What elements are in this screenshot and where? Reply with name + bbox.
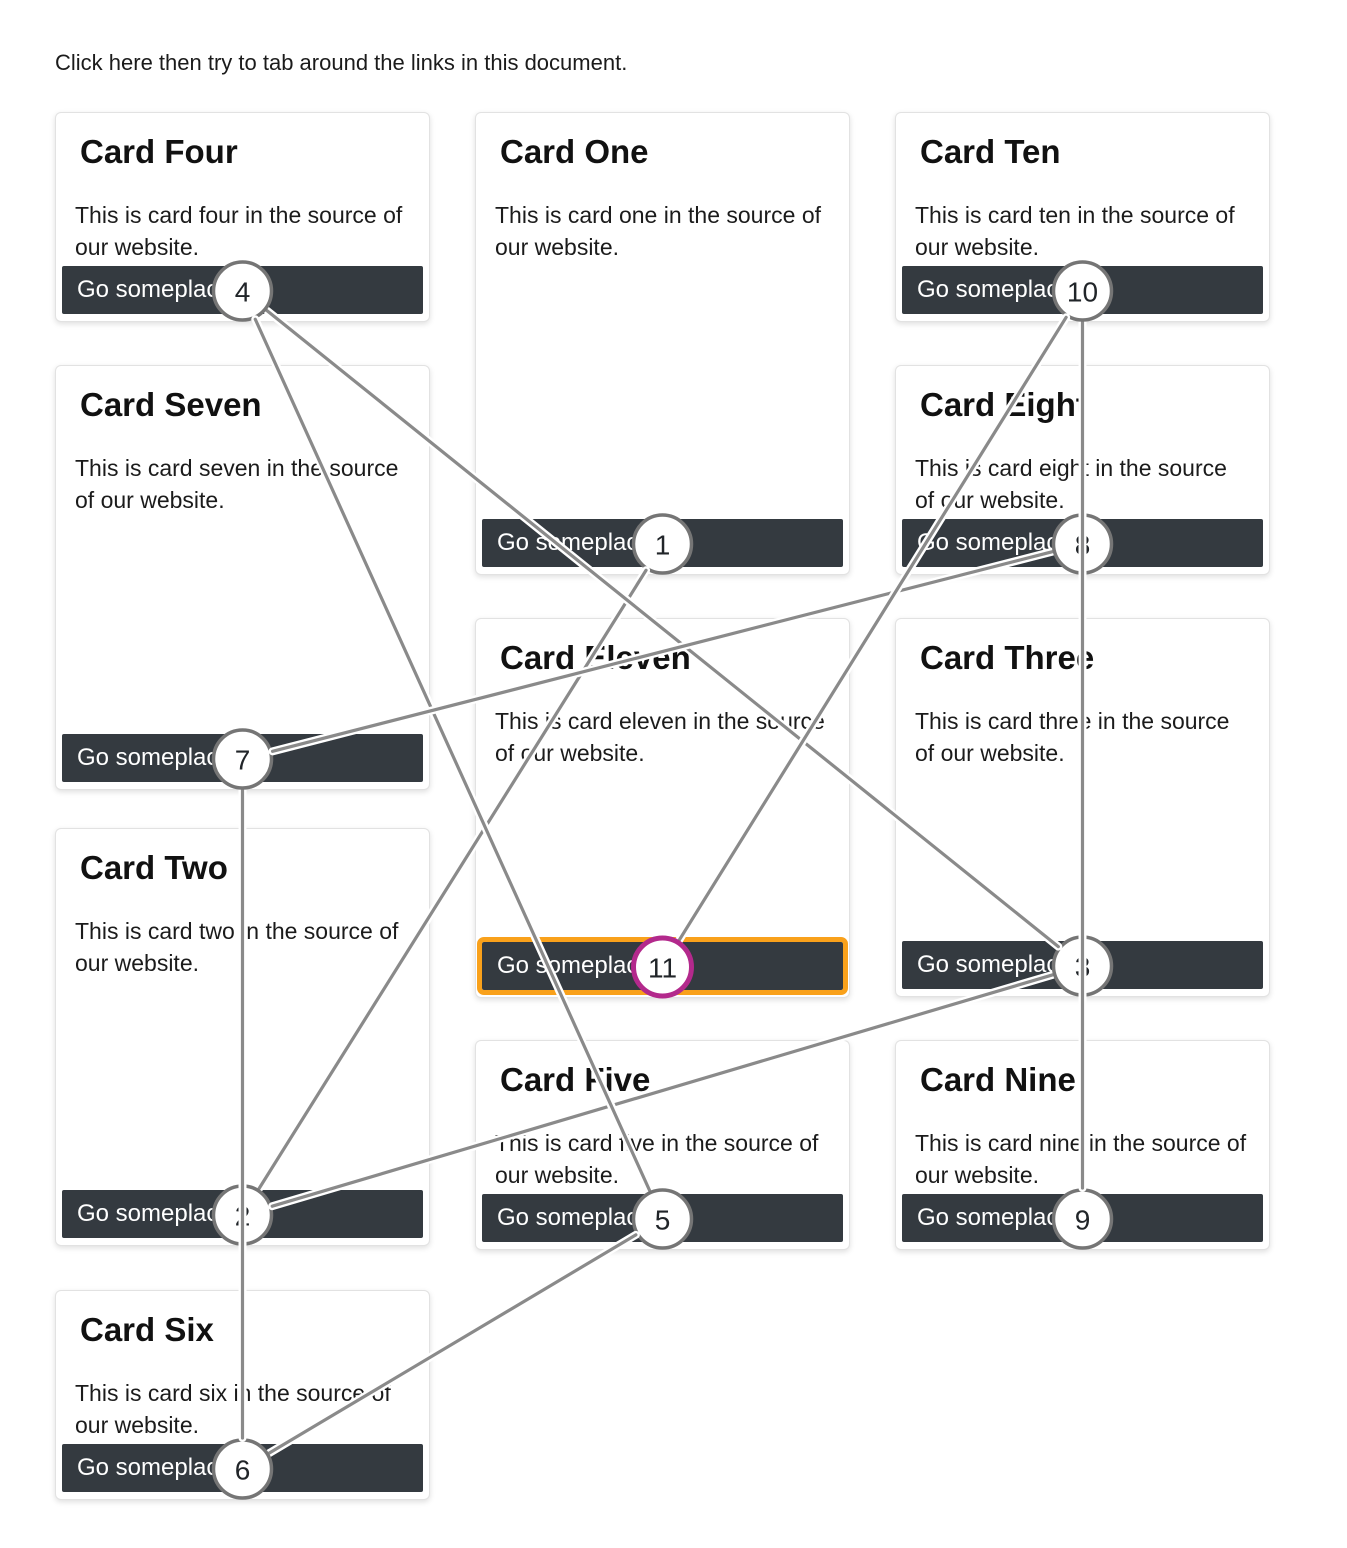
instruction-text[interactable]: Click here then try to tab around the li… (55, 50, 628, 75)
card-link-ten[interactable]: Go someplace (902, 266, 1263, 314)
card-text: This is card ten in the source of our we… (915, 202, 1235, 260)
card-link-label: Go someplace (77, 1200, 232, 1227)
card-text: This is card six in the source of our we… (75, 1380, 391, 1438)
card-title: Card Ten (920, 133, 1061, 170)
card-text: This is card eleven in the source of our… (495, 708, 825, 766)
card-text: This is card nine in the source of our w… (915, 1130, 1247, 1188)
card-link-label: Go someplace (497, 952, 652, 979)
card-title: Card Seven (80, 386, 262, 423)
card-link-three[interactable]: Go someplace (902, 941, 1263, 989)
card-link-label: Go someplace (497, 529, 652, 556)
card-text: This is card three in the source of our … (915, 708, 1230, 766)
card-title: Card Nine (920, 1061, 1076, 1098)
card-title: Card One (500, 133, 649, 170)
card-title: Card Five (500, 1061, 651, 1098)
card-text: This is card five in the source of our w… (495, 1130, 819, 1188)
card-title: Card Eleven (500, 639, 691, 676)
card-link-nine[interactable]: Go someplace (902, 1194, 1263, 1242)
card-link-five[interactable]: Go someplace (482, 1194, 843, 1242)
card-link-label: Go someplace (917, 529, 1072, 556)
card-title: Card Two (80, 849, 228, 886)
card-link-two[interactable]: Go someplace (62, 1190, 423, 1238)
card-link-label: Go someplace (917, 276, 1072, 303)
card-link-label: Go someplace (917, 951, 1072, 978)
card-link-label: Go someplace (77, 1454, 232, 1481)
card-link-eight[interactable]: Go someplace (902, 519, 1263, 567)
card-text: This is card seven in the source of our … (75, 455, 399, 513)
card-title: Card Three (920, 639, 1095, 676)
card-text: This is card two in the source of our we… (75, 918, 399, 976)
card-link-one[interactable]: Go someplace (482, 519, 843, 567)
card-text: This is card four in the source of our w… (75, 202, 403, 260)
card-link-label: Go someplace (917, 1204, 1072, 1231)
card-link-six[interactable]: Go someplace (62, 1444, 423, 1492)
card-link-label: Go someplace (497, 1204, 652, 1231)
card-title: Card Four (80, 133, 238, 170)
card-link-seven[interactable]: Go someplace (62, 734, 423, 782)
card-link-eleven[interactable]: Go someplace (477, 937, 848, 995)
card-title: Card Eight (920, 386, 1087, 423)
card-title: Card Six (80, 1311, 214, 1348)
card-link-four[interactable]: Go someplace (62, 266, 423, 314)
card-text: This is card one in the source of our we… (495, 202, 821, 260)
card-link-label: Go someplace (77, 744, 232, 771)
card-link-label: Go someplace (77, 276, 232, 303)
card-text: This is card eight in the source of our … (915, 455, 1227, 513)
